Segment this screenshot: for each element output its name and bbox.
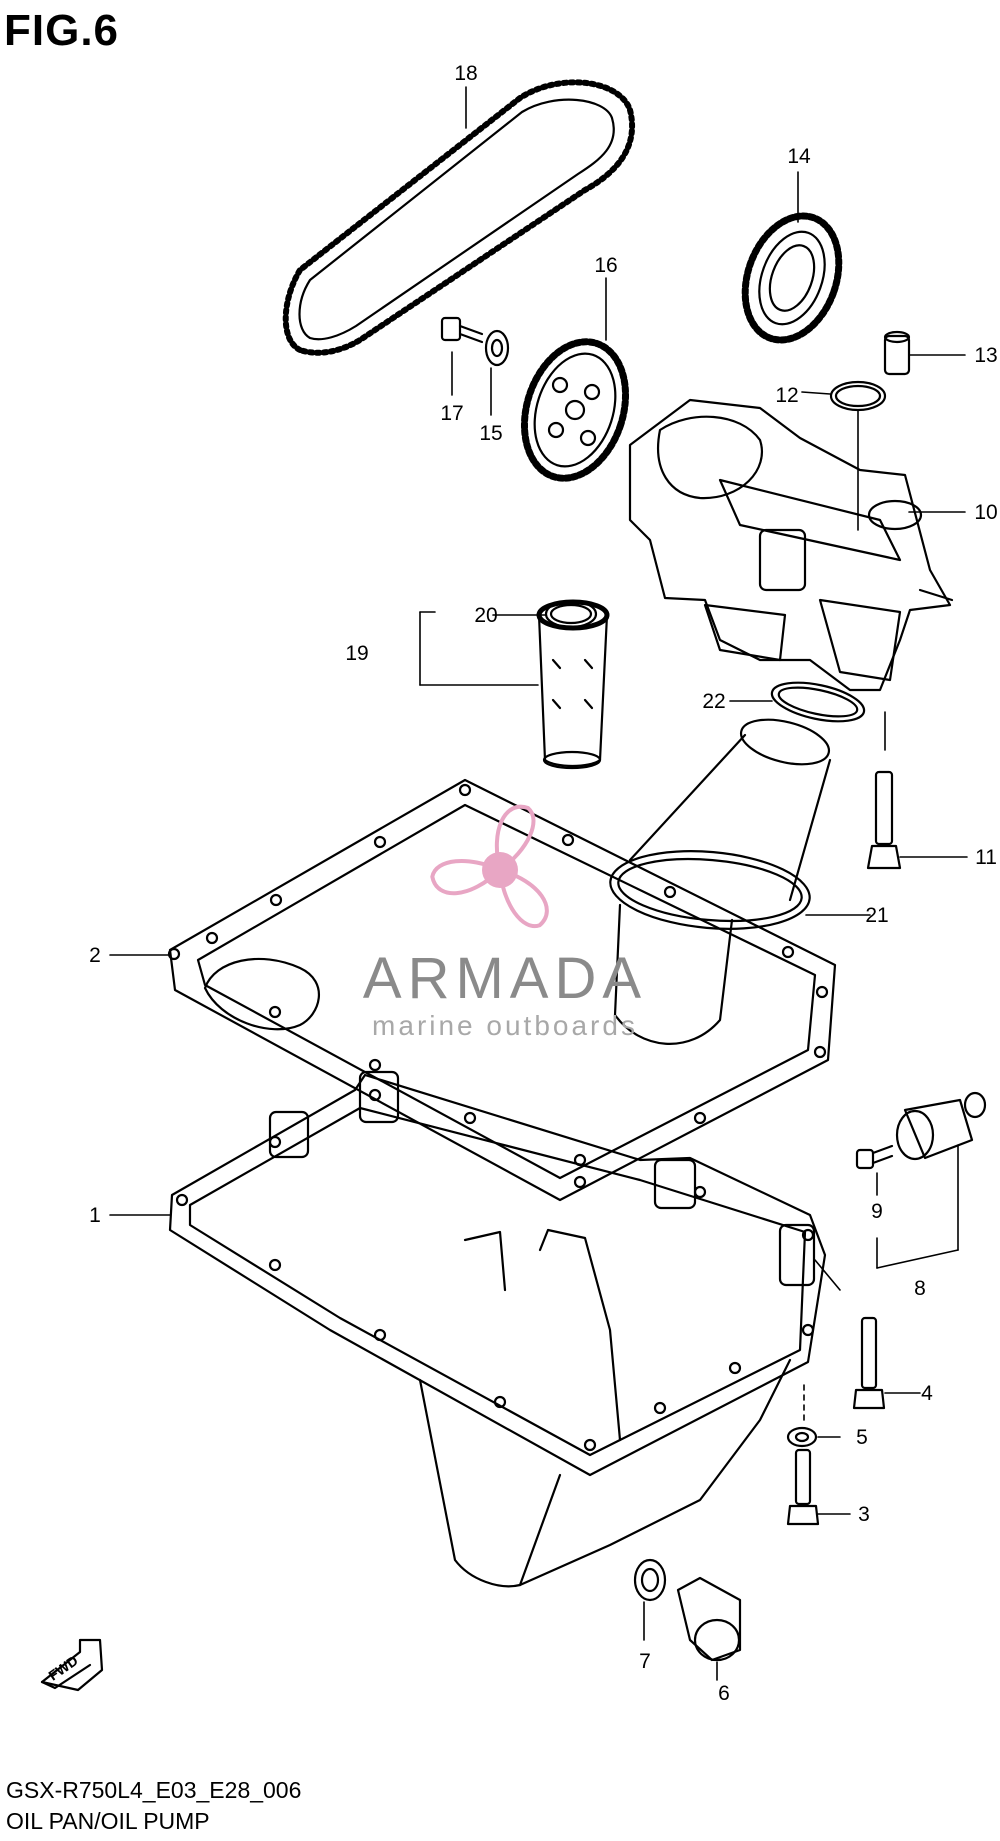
callout-16: 16 <box>594 254 617 277</box>
pump-o-ring-part <box>829 380 887 412</box>
watermark-logo <box>430 804 549 929</box>
strainer-o-ring-part <box>544 599 598 629</box>
callout-20: 20 <box>474 604 497 627</box>
watermark-tagline: marine outboards <box>372 1010 638 1041</box>
callout-12: 12 <box>775 384 798 407</box>
callout-19: 19 <box>345 642 368 665</box>
oil-pressure-switch-part <box>895 1091 987 1161</box>
callout-13: 13 <box>974 344 997 367</box>
oil-pan-gasket-part <box>167 778 837 1202</box>
callout-15: 15 <box>479 422 502 445</box>
callout-22: 22 <box>702 690 725 713</box>
oil-pan-part <box>168 1070 827 1588</box>
figure-caption: OIL PAN/OIL PUMP <box>6 1808 210 1834</box>
sprocket-washer-part <box>484 329 510 367</box>
forward-direction-arrow <box>40 1638 104 1692</box>
switch-screw-part <box>855 1144 894 1170</box>
callout-6: 6 <box>718 1682 730 1705</box>
callout-11: 11 <box>975 846 997 869</box>
drain-plug-part <box>676 1576 742 1662</box>
callout-3: 3 <box>858 1503 870 1526</box>
callout-1: 1 <box>89 1204 101 1227</box>
callout-18: 18 <box>454 62 477 85</box>
washer-5-part <box>786 1426 818 1448</box>
callout-5: 5 <box>856 1426 868 1449</box>
callout-7: 7 <box>639 1650 651 1673</box>
drive-chain-part <box>282 79 635 356</box>
watermark-brand: ARMADA <box>362 946 648 1011</box>
callout-8: 8 <box>914 1277 926 1300</box>
leader-lines <box>109 86 968 1681</box>
oil-suction-pipe-part <box>609 718 832 1045</box>
figure-title: FIG.6 <box>4 6 120 55</box>
sprocket-bolt-part <box>440 316 484 344</box>
callout-9: 9 <box>871 1200 883 1223</box>
callout-17: 17 <box>440 402 463 425</box>
pipe-o-ring-part <box>770 681 866 723</box>
oil-pump-part <box>628 398 954 692</box>
callout-14: 14 <box>787 145 811 168</box>
pan-bolt-long-part <box>852 1316 886 1410</box>
drive-gear-part <box>741 212 843 344</box>
dowel-pin-part <box>883 330 911 376</box>
pan-bolt-short-part <box>786 1448 820 1526</box>
drain-gasket-part <box>633 1558 667 1602</box>
callout-2: 2 <box>89 944 101 967</box>
model-code: GSX-R750L4_E03_E28_006 <box>6 1777 302 1803</box>
callout-10: 10 <box>974 501 997 524</box>
pump-sprocket-part <box>520 338 630 482</box>
callout-4: 4 <box>921 1382 933 1405</box>
callout-21: 21 <box>865 904 888 927</box>
pump-mounting-bolt-part <box>866 770 902 870</box>
